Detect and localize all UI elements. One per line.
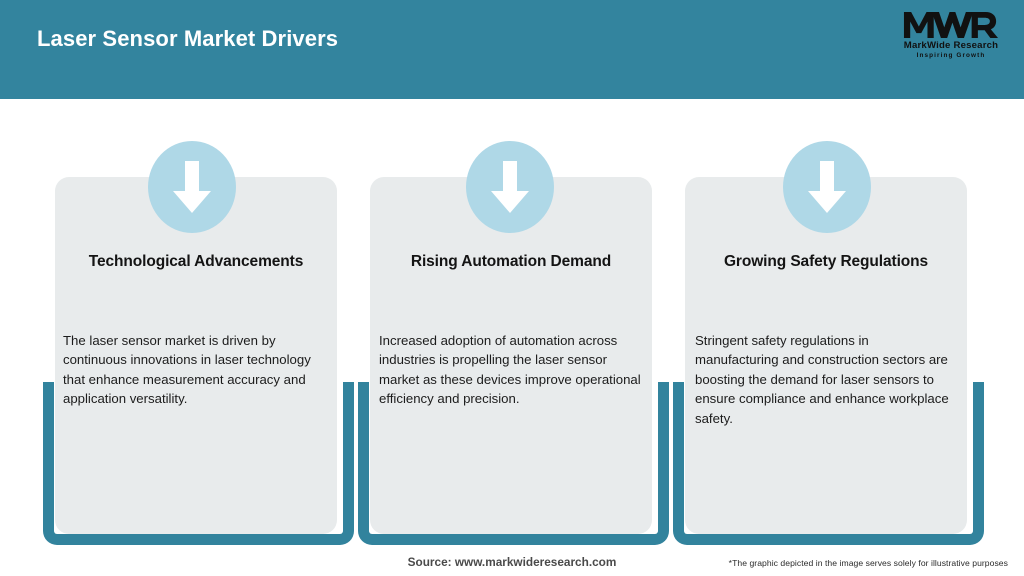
card-surface[interactable] (370, 177, 652, 534)
card-surface[interactable] (685, 177, 967, 534)
card-heading: Technological Advancements (88, 253, 304, 270)
arrow-glyph (808, 161, 846, 213)
card-surface[interactable] (55, 177, 337, 534)
source-attribution: Source: www.markwideresearch.com (407, 555, 617, 569)
arrow-glyph (491, 161, 529, 213)
down-arrow-icon (148, 141, 236, 233)
card-body-text: Stringent safety regulations in manufact… (695, 333, 949, 426)
card-accent-frame (358, 382, 669, 545)
brand-logo: MarkWide Research Inspiring Growth (896, 8, 1006, 70)
header-bar (0, 0, 1024, 99)
arrow-glyph (173, 161, 211, 213)
card-accent-frame (673, 382, 984, 545)
disclaimer-note: *The graphic depicted in the image serve… (728, 558, 1008, 568)
logo-company-name: MarkWide Research (903, 40, 999, 51)
card-heading: Rising Automation Demand (410, 253, 612, 270)
card-body-text: Increased adoption of automation across … (379, 333, 641, 407)
logo-tagline: Inspiring Growth (916, 52, 986, 60)
down-arrow-icon (466, 141, 554, 233)
card-heading: Growing Safety Regulations (723, 253, 929, 270)
card-body-text: The laser sensor market is driven by con… (63, 333, 311, 407)
card-accent-frame (43, 382, 354, 545)
down-arrow-icon (783, 141, 871, 233)
page-title: Laser Sensor Market Drivers (37, 26, 339, 51)
mwr-logo-icon (903, 12, 999, 38)
